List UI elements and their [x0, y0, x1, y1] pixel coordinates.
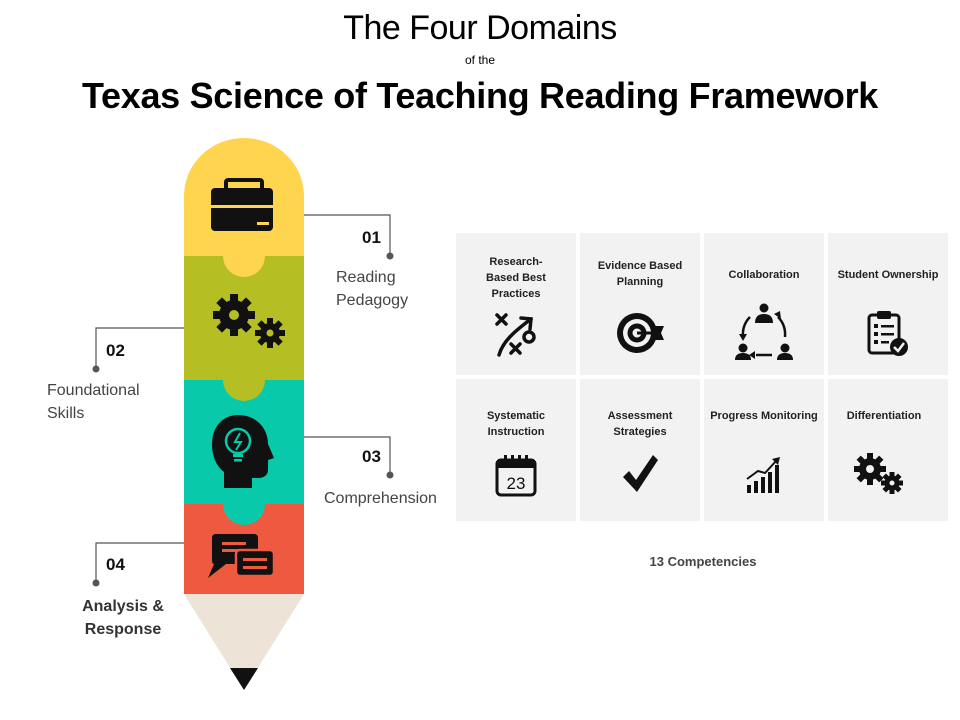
chat-bubbles-icon — [208, 534, 276, 578]
competency-label: Assessment Strategies — [607, 410, 673, 438]
clipboard-check-icon — [867, 311, 908, 356]
competency-label: Research-Based Best Practices — [486, 256, 546, 300]
calendar-day: 23 — [507, 474, 526, 493]
competency-grid: Research-Based Best Practices Evidence B… — [456, 233, 950, 523]
domain-number-03: 03 — [362, 447, 381, 466]
framework-title: Texas Science of Teaching Reading Framew… — [81, 75, 879, 116]
strategy-play-icon — [495, 313, 536, 357]
target-icon — [617, 313, 664, 353]
pencil-lead — [230, 668, 258, 690]
domain-label-01: Reading Pedagogy — [336, 269, 409, 309]
competency-label: Systematic Instruction — [486, 410, 546, 438]
competency-card: Evidence Based Planning — [580, 233, 700, 375]
competency-card: Research-Based Best Practices — [456, 233, 576, 375]
page-title: The Four Domains — [343, 9, 617, 47]
team-cycle-icon — [735, 303, 793, 360]
puzzle-tab-02 — [223, 359, 265, 401]
domain-label-03: Comprehension — [324, 490, 437, 507]
competency-card: Differentiation — [828, 379, 948, 521]
gears-icon — [213, 294, 285, 348]
checkmark-icon — [623, 455, 658, 492]
competency-card: Systematic Instruction 23 — [456, 379, 576, 521]
briefcase-icon — [211, 178, 273, 231]
competency-label: Collaboration — [728, 269, 800, 281]
domain-number-02: 02 — [106, 341, 125, 360]
competency-label: Student Ownership — [837, 269, 939, 281]
page-subtitle: of the — [464, 53, 496, 67]
domain-label-04: Analysis & Response — [82, 598, 164, 638]
domain-number-04: 04 — [106, 555, 125, 574]
competency-card: Progress Monitoring — [704, 379, 824, 521]
competency-label: Progress Monitoring — [710, 410, 818, 422]
calendar-icon: 23 — [495, 455, 537, 497]
puzzle-tab-03 — [223, 483, 265, 525]
domain-label-02: Foundational Skills — [47, 382, 140, 422]
competency-card: Collaboration — [704, 233, 824, 375]
pencil-tip — [184, 594, 304, 690]
competency-label: Differentiation — [846, 410, 922, 422]
competency-card: Student Ownership — [828, 233, 948, 375]
competencies-caption: 13 Competencies — [649, 554, 757, 569]
puzzle-tab-01 — [223, 235, 265, 277]
competency-card: Assessment Strategies — [580, 379, 700, 521]
head-lightbulb-icon — [212, 415, 274, 488]
competency-label: Evidence Based Planning — [597, 260, 683, 288]
domain-number-01: 01 — [362, 228, 381, 247]
gears-icon — [854, 453, 903, 494]
growth-chart-icon — [746, 457, 780, 493]
